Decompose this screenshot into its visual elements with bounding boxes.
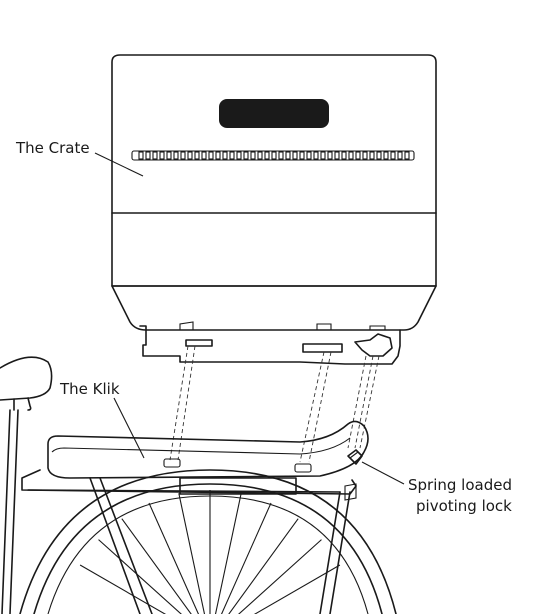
rear-wheel: [19, 469, 397, 614]
vent-slot: [404, 151, 410, 160]
vent-slot: [215, 151, 221, 160]
vent-slot: [208, 151, 214, 160]
vent-slot: [397, 151, 403, 160]
vent-slot: [383, 151, 389, 160]
vent-slot: [152, 151, 158, 160]
vent-slot: [327, 151, 333, 160]
crate: [111, 54, 437, 365]
vent-slot: [341, 151, 347, 160]
wheel-spoke: [148, 502, 200, 614]
label-spring-lock-line1: Spring loaded: [408, 476, 512, 494]
label-spring-lock-line2: pivoting lock: [416, 497, 512, 515]
vent-slot: [348, 151, 354, 160]
vent-slot: [229, 151, 235, 160]
wheel-spoke: [228, 518, 299, 614]
vent-slot: [187, 151, 193, 160]
vent-slot: [250, 151, 256, 160]
vent-slot: [257, 151, 263, 160]
bike-rack: [21, 469, 357, 614]
crate-handle: [219, 99, 329, 128]
vent-slot: [159, 151, 165, 160]
vent-slot: [292, 151, 298, 160]
vent-slot: [299, 151, 305, 160]
wheel-spoke: [214, 493, 242, 614]
vent-slot: [306, 151, 312, 160]
wheel-spoke: [121, 518, 192, 614]
vent-slot: [313, 151, 319, 160]
vent-slot: [166, 151, 172, 160]
vent-slot: [334, 151, 340, 160]
crate-vent-strip: [131, 150, 415, 161]
vent-slot: [390, 151, 396, 160]
vent-slot: [243, 151, 249, 160]
leader-lines: [94, 152, 405, 485]
wheel-spoke: [98, 539, 182, 614]
vent-slot: [138, 151, 144, 160]
vent-slot: [271, 151, 277, 160]
vent-slot: [173, 151, 179, 160]
vent-slot: [369, 151, 375, 160]
label-the-crate: The Crate: [15, 139, 90, 157]
wheel-spoke: [220, 502, 272, 614]
vent-slot: [236, 151, 242, 160]
vent-slot: [320, 151, 326, 160]
wheel-spoke: [253, 564, 341, 614]
bike-saddle: [0, 356, 53, 614]
vent-slot: [376, 151, 382, 160]
vent-slot: [278, 151, 284, 160]
vent-slot: [362, 151, 368, 160]
alignment-guides: [169, 345, 380, 463]
wheel-spoke: [178, 493, 206, 614]
klik-adapter: [47, 420, 369, 479]
vent-slot: [264, 151, 270, 160]
vent-slot: [201, 151, 207, 160]
wheel-spoke: [79, 564, 167, 614]
vent-slot: [222, 151, 228, 160]
vent-slot: [145, 151, 151, 160]
wheel-spoke: [238, 539, 322, 614]
vent-slot: [285, 151, 291, 160]
crate-mount-plate: [139, 325, 401, 365]
label-the-klik: The Klik: [59, 380, 120, 398]
vent-slot: [355, 151, 361, 160]
vent-slot: [194, 151, 200, 160]
vent-slot: [180, 151, 186, 160]
spring-lock: [347, 449, 363, 465]
